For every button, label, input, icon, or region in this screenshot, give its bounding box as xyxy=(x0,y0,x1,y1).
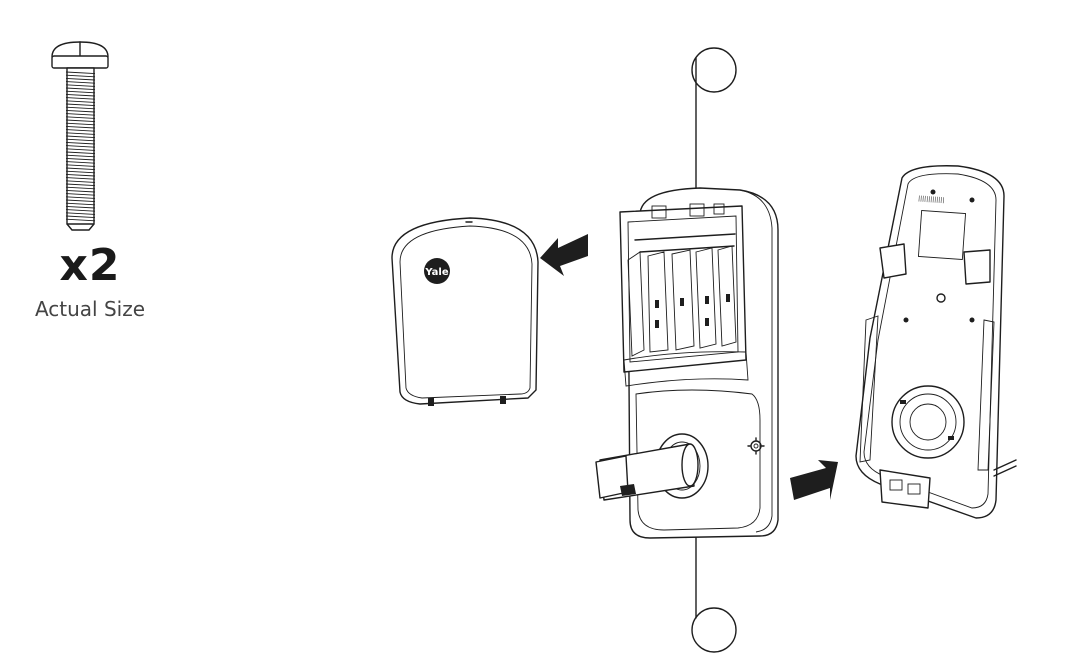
mounting-plate: ||||||||||||| xyxy=(855,165,1017,519)
yale-logo-text: Yale xyxy=(424,267,448,278)
arrow-right-icon xyxy=(790,460,838,500)
screw-icon xyxy=(51,41,109,231)
yale-logo xyxy=(424,258,450,284)
arrow-left-icon xyxy=(540,234,588,276)
gear-icon xyxy=(747,437,765,455)
mounting-wire xyxy=(691,47,737,653)
actual-size-label: Actual Size xyxy=(34,297,146,321)
svg-text:|||||||||||||: ||||||||||||| xyxy=(918,195,945,204)
lock-front-assembly xyxy=(595,187,779,539)
screw-quantity: x2 xyxy=(59,240,121,291)
battery-cover: Yale xyxy=(391,217,539,406)
